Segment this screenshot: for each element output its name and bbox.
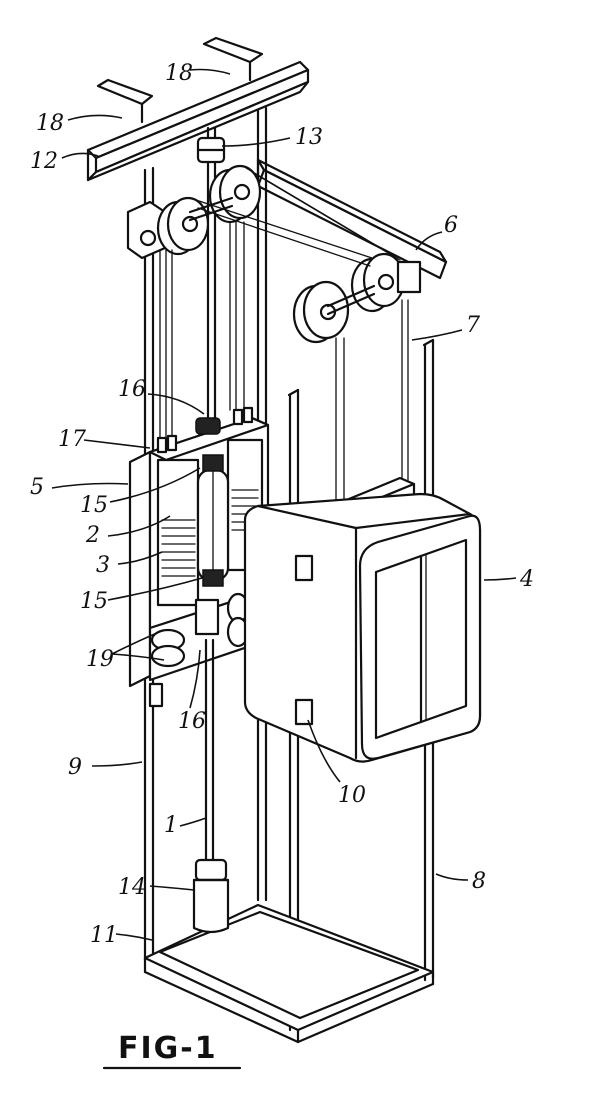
label-3: 3 [96,553,110,578]
label-9: 9 [68,755,82,780]
label-16a: 16 [118,377,146,402]
leader-lines [51,68,517,941]
label-4: 4 [519,567,534,592]
ropes [159,221,409,506]
label-8: 8 [472,869,486,894]
label-17: 17 [58,427,86,452]
label-16b: 16 [178,709,206,734]
label-14: 14 [118,875,146,900]
hoistway-frame [143,106,435,1044]
lift-rod [192,638,230,934]
label-11: 11 [90,923,118,948]
label-15b: 15 [80,589,108,614]
label-18b: 18 [165,61,193,86]
label-1: 1 [164,813,178,838]
figure-caption: FIG-1 [118,1031,218,1066]
label-10: 10 [338,783,366,808]
label-19: 19 [86,647,114,672]
label-13: 13 [295,125,323,150]
label-12: 12 [30,149,58,174]
label-2: 2 [85,523,100,548]
reference-labels: 18 18 12 13 6 7 16 17 5 15 2 3 15 4 19 1… [30,61,534,948]
label-15a: 15 [80,493,108,518]
label-6: 6 [444,213,458,238]
label-5: 5 [30,475,44,500]
label-18a: 18 [36,111,64,136]
sheave-assembly [126,126,422,422]
top-beam [86,36,310,182]
elevator-car [243,476,482,763]
label-7: 7 [466,313,480,338]
